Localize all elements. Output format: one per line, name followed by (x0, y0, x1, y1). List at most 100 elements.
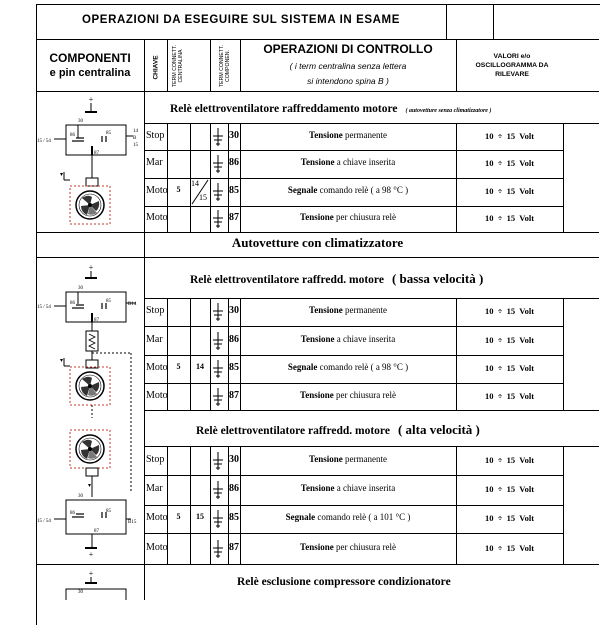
row-operazione: Tensione permanente (240, 130, 456, 140)
row-valore: 10 ÷ 15 Volt (484, 158, 535, 168)
row-chiave: Mar (146, 483, 163, 494)
ground-icon (213, 539, 223, 558)
row-operazione-bold: Tensione (309, 305, 343, 315)
row-operazione-rest: permanente (342, 453, 387, 464)
row-valore: 10 ÷ 15 Volt (484, 213, 535, 223)
row-operazione-rest: comando relè ( a 98 °C ) (317, 362, 409, 372)
svg-text:87: 87 (94, 529, 100, 534)
ground-icon (213, 510, 223, 528)
row-chiave: Moto (146, 389, 168, 401)
row-chiave: Moto (146, 212, 168, 223)
svg-text:85: 85 (106, 299, 112, 304)
row-term-componente: 86 (229, 157, 239, 168)
row-operazione-bold: Tensione (300, 483, 335, 493)
row-term-componente: 30 (229, 305, 239, 316)
row-term-componente: 85 (229, 362, 239, 373)
row-operazione-rest: a chiave inserita (334, 483, 396, 493)
row-operazione-bold: Segnale (287, 185, 318, 195)
ground-icon (213, 127, 223, 146)
svg-text:B: B (133, 136, 137, 141)
row-chiave: Moto (146, 362, 168, 373)
svg-text:+: + (89, 569, 94, 578)
row-term-componente: 87 (229, 212, 239, 223)
row-chiave: Moto (146, 185, 168, 196)
svg-text:87: 87 (94, 151, 100, 156)
ground-icon (213, 481, 223, 499)
row-valore: 10 ÷ 15 Volt (484, 363, 535, 373)
svg-text:30: 30 (78, 494, 84, 499)
row-operazione-rest: per chiusura relè (333, 541, 396, 552)
row-valore: 10 ÷ 15 Volt (484, 390, 535, 401)
row-term-centralina-2: 15 (196, 512, 204, 521)
ground-icon (213, 210, 223, 228)
row-term-centralina: 5 (176, 185, 181, 194)
row-term-componente: 87 (229, 389, 239, 401)
section2-title: Relè elettroventilatore raffredd. motore… (190, 271, 484, 286)
row-operazione: Segnale comando relè ( a 101 °C ) (240, 512, 456, 522)
row-term-centralina: 5 (176, 362, 181, 371)
section4-title: Relè esclusione compressore condizionato… (237, 576, 451, 588)
row-chiave: Stop (146, 305, 165, 316)
relay-diagram-3: ▾ 30 86 85 87 15 / 54 B15 + (37, 429, 137, 559)
svg-text:14: 14 (133, 129, 139, 134)
row-operazione-bold: Segnale (285, 512, 316, 522)
row-operazione-rest: permanente (342, 129, 387, 140)
svg-text:30: 30 (78, 286, 84, 291)
svg-text:▾: ▾ (60, 172, 63, 178)
row-operazione-bold: Tensione (300, 541, 334, 552)
row-valore: 10 ÷ 15 Volt (484, 454, 535, 465)
row-valore: 10 ÷ 15 Volt (484, 334, 535, 345)
svg-text:86: 86 (70, 511, 76, 516)
svg-text:86: 86 (70, 133, 76, 138)
row-operazione: Tensione per chiusura relè (240, 542, 456, 552)
row-operazione-rest: a chiave inserita (334, 157, 396, 167)
term-centralina-header: TERM CONNETT. CENTRALINA (172, 44, 184, 88)
row-operazione-rest: permanente (342, 305, 387, 315)
row-chiave: Stop (146, 129, 165, 141)
row-valore: 10 ÷ 15 Volt (484, 542, 535, 553)
ground-icon (213, 451, 223, 470)
row-operazione-bold: Tensione (300, 333, 335, 344)
row-operazione: Segnale comando relè ( a 98 °C ) (240, 185, 456, 195)
operazioni-sub2: si intendono spina B ) (307, 76, 389, 86)
row-chiave: Moto (146, 512, 168, 523)
row-valore: 10 ÷ 15 Volt (484, 130, 535, 141)
row-valore: 10 ÷ 15 Volt (484, 186, 535, 196)
operazioni-title: OPERAZIONI DI CONTROLLO (263, 42, 433, 56)
svg-text:15 / 54: 15 / 54 (37, 139, 51, 144)
row-operazione-bold: Tensione (309, 453, 343, 464)
row-term-centralina-2: 14 (196, 362, 204, 371)
row-operazione-bold: Tensione (309, 129, 343, 140)
svg-text:B15: B15 (128, 520, 137, 525)
componenti-header: COMPONENTI (49, 51, 131, 65)
svg-text:85: 85 (106, 131, 112, 136)
ground-icon (213, 183, 223, 201)
row-divider-slash (191, 179, 209, 205)
page-title: OPERAZIONI DA ESEGUIRE SUL SISTEMA IN ES… (81, 14, 401, 26)
svg-text:30: 30 (78, 590, 84, 595)
valori-header: VALORI e/o OSCILLOGRAMMA DA RILEVARE (475, 53, 549, 78)
row-operazione: Tensione permanente (240, 305, 456, 315)
row-operazione: Tensione permanente (240, 454, 456, 464)
row-operazione-rest: per chiusura relè (333, 212, 396, 222)
ground-icon (213, 155, 223, 173)
svg-text:86: 86 (70, 301, 76, 306)
row-term-b: 15 (199, 193, 207, 202)
row-valore: 10 ÷ 15 Volt (484, 484, 535, 494)
section3-title: Relè elettroventilatore raffredd. motore… (196, 422, 480, 437)
svg-text:15 / 54: 15 / 54 (37, 519, 51, 524)
svg-text:+: + (89, 95, 94, 104)
operazioni-sub1: ( i term centralina senza lettera (289, 61, 407, 71)
row-operazione-rest: comando relè ( a 98 °C ) (317, 185, 409, 195)
row-operazione-bold: Tensione (300, 212, 334, 222)
svg-text:B14: B14 (128, 302, 137, 307)
row-chiave: Mar (146, 157, 163, 168)
wiring-diagrams: + 30 86 85 87 15 / 54 14 B 15 ▾ + 30 (37, 95, 139, 600)
row-chiave: Stop (146, 453, 165, 465)
row-term-componente: 86 (229, 483, 239, 494)
svg-text:30: 30 (78, 119, 84, 124)
relay-diagram-1: + 30 86 85 87 15 / 54 14 B 15 ▾ (37, 95, 139, 225)
row-operazione-bold: Tensione (300, 157, 335, 167)
ground-icon (213, 303, 223, 321)
row-operazione-rest: a chiave inserita (334, 333, 396, 344)
